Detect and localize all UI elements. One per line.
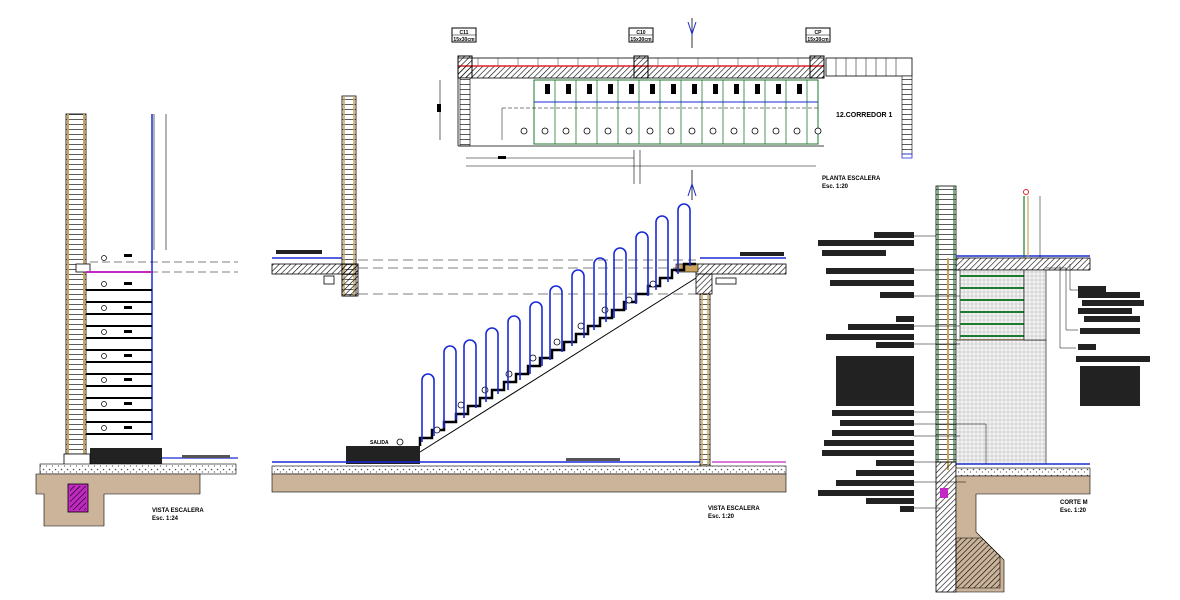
left-view-scale: Esc. 1:24 bbox=[152, 516, 179, 522]
plan-scale: Esc. 1:20 bbox=[822, 184, 849, 190]
middle-view-scale: Esc. 1:20 bbox=[708, 514, 735, 520]
section-arrow-icon bbox=[687, 21, 697, 36]
column-size-c10: 15x30cm bbox=[630, 37, 652, 43]
section-scale: Esc. 1:20 bbox=[1060, 508, 1087, 514]
left-view-title: VISTA ESCALERA bbox=[152, 508, 204, 514]
column-size-c11: 15x30cm bbox=[453, 37, 475, 43]
stair-plan: C11 15x30cm C10 15x30cm CP 15x30cm bbox=[437, 18, 913, 200]
middle-view-title: VISTA ESCALERA bbox=[708, 506, 760, 512]
corridor-label: 12.CORREDOR 1 bbox=[836, 112, 893, 119]
column-id-c11: C11 bbox=[460, 30, 469, 36]
start-label: SALIDA bbox=[370, 440, 389, 446]
column-id-cp: CP bbox=[815, 30, 823, 36]
column-size-cp: 15x30cm bbox=[807, 37, 829, 43]
stair-section: CORTE M Esc. 1:20 bbox=[818, 185, 1150, 593]
section-title: CORTE M bbox=[1060, 500, 1088, 506]
plan-title: PLANTA ESCALERA bbox=[822, 176, 881, 182]
stair-elevation-middle: SALIDA VISTA ESCALERA Esc. 1:20 bbox=[271, 95, 787, 520]
column-id-c10: C10 bbox=[636, 30, 645, 36]
column-tag-cp: CP 15x30cm bbox=[805, 27, 831, 43]
column-tag-c11: C11 15x30cm bbox=[451, 27, 477, 43]
column-tag-c10: C10 15x30cm bbox=[628, 27, 654, 43]
stair-elevation-left: VISTA ESCALERA Esc. 1:24 bbox=[35, 113, 238, 527]
